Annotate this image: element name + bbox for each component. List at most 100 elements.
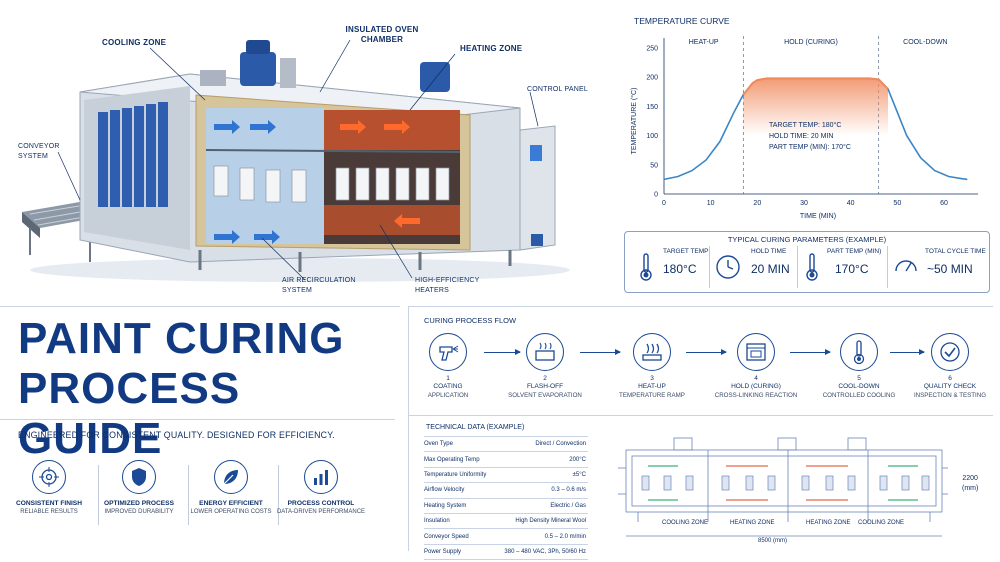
flow-step-coating: 1 COATING APPLICATION <box>403 333 493 400</box>
tech-key: Temperature Uniformity <box>424 467 495 484</box>
tech-value: 380 – 480 VAC, 3Ph, 50/60 Hz <box>494 544 588 561</box>
headline-line-1: PAINT CURING <box>18 314 345 363</box>
label-air-recirculation: AIR RECIRCULATION SYSTEM <box>282 277 356 294</box>
label-insulated-chamber: INSULATED OVEN CHAMBER <box>345 25 419 44</box>
tagline: ENGINEERED FOR CONSISTENT QUALITY. DESIG… <box>18 430 335 440</box>
flow-step-heat-up: 3 HEAT-UP TEMPERATURE RAMP <box>607 333 697 400</box>
tech-row: Temperature Uniformity±5°C <box>424 467 588 484</box>
step-sub: TEMPERATURE RAMP <box>619 392 685 399</box>
thermometer-icon <box>806 253 818 281</box>
step-sub: CONTROLLED COOLING <box>822 392 896 399</box>
param-value: 170°C <box>835 262 869 276</box>
flow-title: CURING PROCESS FLOW <box>424 316 517 325</box>
y-axis-label: TEMPERATURE (°C) <box>630 88 638 155</box>
tech-value: ±5°C <box>494 467 588 484</box>
x-tick-label: 60 <box>940 200 948 207</box>
step-number: 2 <box>543 375 547 382</box>
feature-sub: LOWER OPERATING COSTS <box>190 509 272 515</box>
target-icon <box>32 460 66 494</box>
check-icon <box>931 333 969 371</box>
heat-icon <box>633 333 671 371</box>
param-label: PART TEMP (MIN) <box>827 248 882 255</box>
bar-chart-icon <box>304 460 338 494</box>
label-control-panel: CONTROL PANEL <box>527 86 588 93</box>
x-tick-label: 20 <box>753 200 761 207</box>
headline: PAINT CURING PROCESS GUIDE <box>18 314 388 464</box>
feature-consistent-finish: CONSISTENT FINISH RELIABLE RESULTS <box>4 460 94 515</box>
x-tick-label: 10 <box>707 200 715 207</box>
step-number: 6 <box>948 375 952 382</box>
drawing-zone-label: COOLING ZONE <box>662 520 709 526</box>
param-label: TOTAL CYCLE TIME <box>925 248 986 255</box>
step-sub: CROSS-LINKING REACTION <box>714 392 798 399</box>
phase-label: HOLD (CURING) <box>784 39 838 46</box>
y-tick-label: 150 <box>646 104 658 111</box>
step-number: 3 <box>650 375 654 382</box>
step-title: QUALITY CHECK <box>923 383 977 390</box>
param-value: ~50 MIN <box>927 262 973 276</box>
step-title: HEAT-UP <box>638 383 666 390</box>
phase-label: HEAT-UP <box>689 39 719 46</box>
param-label: TARGET TEMP <box>663 248 709 255</box>
params-title: TYPICAL CURING PARAMETERS (EXAMPLE) <box>727 235 887 244</box>
y-tick-label: 0 <box>654 192 658 199</box>
param-value: 180°C <box>663 262 697 276</box>
tech-value: 0.3 – 0.6 m/s <box>494 482 588 499</box>
shield-icon <box>122 460 156 494</box>
label-cooling-zone: COOLING ZONE <box>102 38 167 47</box>
step-number: 1 <box>446 375 450 382</box>
leaf-icon <box>214 460 248 494</box>
tech-value: Electric / Gas <box>494 498 588 514</box>
curing-parameters-panel: TYPICAL CURING PARAMETERS (EXAMPLE) TARG… <box>624 231 990 293</box>
feature-sub: IMPROVED DURABILITY <box>104 509 174 515</box>
flow-step-hold: 4 HOLD (CURING) CROSS-LINKING REACTION <box>711 333 801 400</box>
y-tick-label: 200 <box>646 75 658 82</box>
feature-energy-efficient: ENERGY EFFICIENT LOWER OPERATING COSTS <box>186 460 276 515</box>
x-axis-label: TIME (MIN) <box>800 213 836 220</box>
feature-title: ENERGY EFFICIENT <box>199 500 263 507</box>
label-heating-zone: HEATING ZONE <box>460 44 523 53</box>
y-tick-label: 100 <box>646 133 658 140</box>
tech-key: Conveyor Speed <box>424 528 495 545</box>
tech-key: Insulation <box>424 513 495 530</box>
flow-arrow <box>484 349 521 355</box>
tech-value: 200°C <box>494 451 588 468</box>
step-number: 5 <box>857 375 861 382</box>
x-tick-label: 50 <box>893 200 901 207</box>
tech-key: Max Operating Temp <box>424 451 495 468</box>
flow-arrow <box>580 349 621 355</box>
drawing-height-label: 2200 (mm) <box>962 475 979 492</box>
step-title: FLASH-OFF <box>526 383 564 390</box>
tech-title: TECHNICAL DATA (EXAMPLE) <box>426 424 525 431</box>
drawing-zone-label: HEATING ZONE <box>806 520 851 526</box>
drawing-zone-label: COOLING ZONE <box>858 520 905 526</box>
flow-step-quality-check: 6 QUALITY CHECK INSPECTION & TESTING <box>905 333 995 400</box>
tech-key: Oven Type <box>424 435 495 453</box>
tech-key: Heating System <box>424 498 495 514</box>
feature-process-control: PROCESS CONTROL DATA-DRIVEN PERFORMANCE <box>276 460 366 515</box>
step-number: 4 <box>754 375 758 382</box>
oven-illustration <box>22 39 570 282</box>
hold-series-line <box>742 77 889 96</box>
spray-gun-icon <box>429 333 467 371</box>
feature-title: OPTIMIZED PROCESS <box>104 500 174 507</box>
tech-key: Power Supply <box>424 544 495 561</box>
thermometer-icon <box>640 253 652 281</box>
x-tick-label: 30 <box>800 200 808 207</box>
x-tick-label: 40 <box>847 200 855 207</box>
label-conveyor-system: CONVEYOR SYSTEM <box>18 143 60 160</box>
oven-technical-drawing <box>618 437 948 537</box>
y-tick-label: 250 <box>646 46 658 53</box>
param-label: HOLD TIME <box>751 248 787 255</box>
x-tick-label: 0 <box>662 200 666 207</box>
flow-arrow <box>890 349 925 355</box>
flow-arrow <box>686 349 727 355</box>
flow-step-flash-off: 2 FLASH-OFF SOLVENT EVAPORATION <box>500 333 590 400</box>
step-title: COATING <box>433 383 463 390</box>
param-value: 20 MIN <box>751 262 790 276</box>
